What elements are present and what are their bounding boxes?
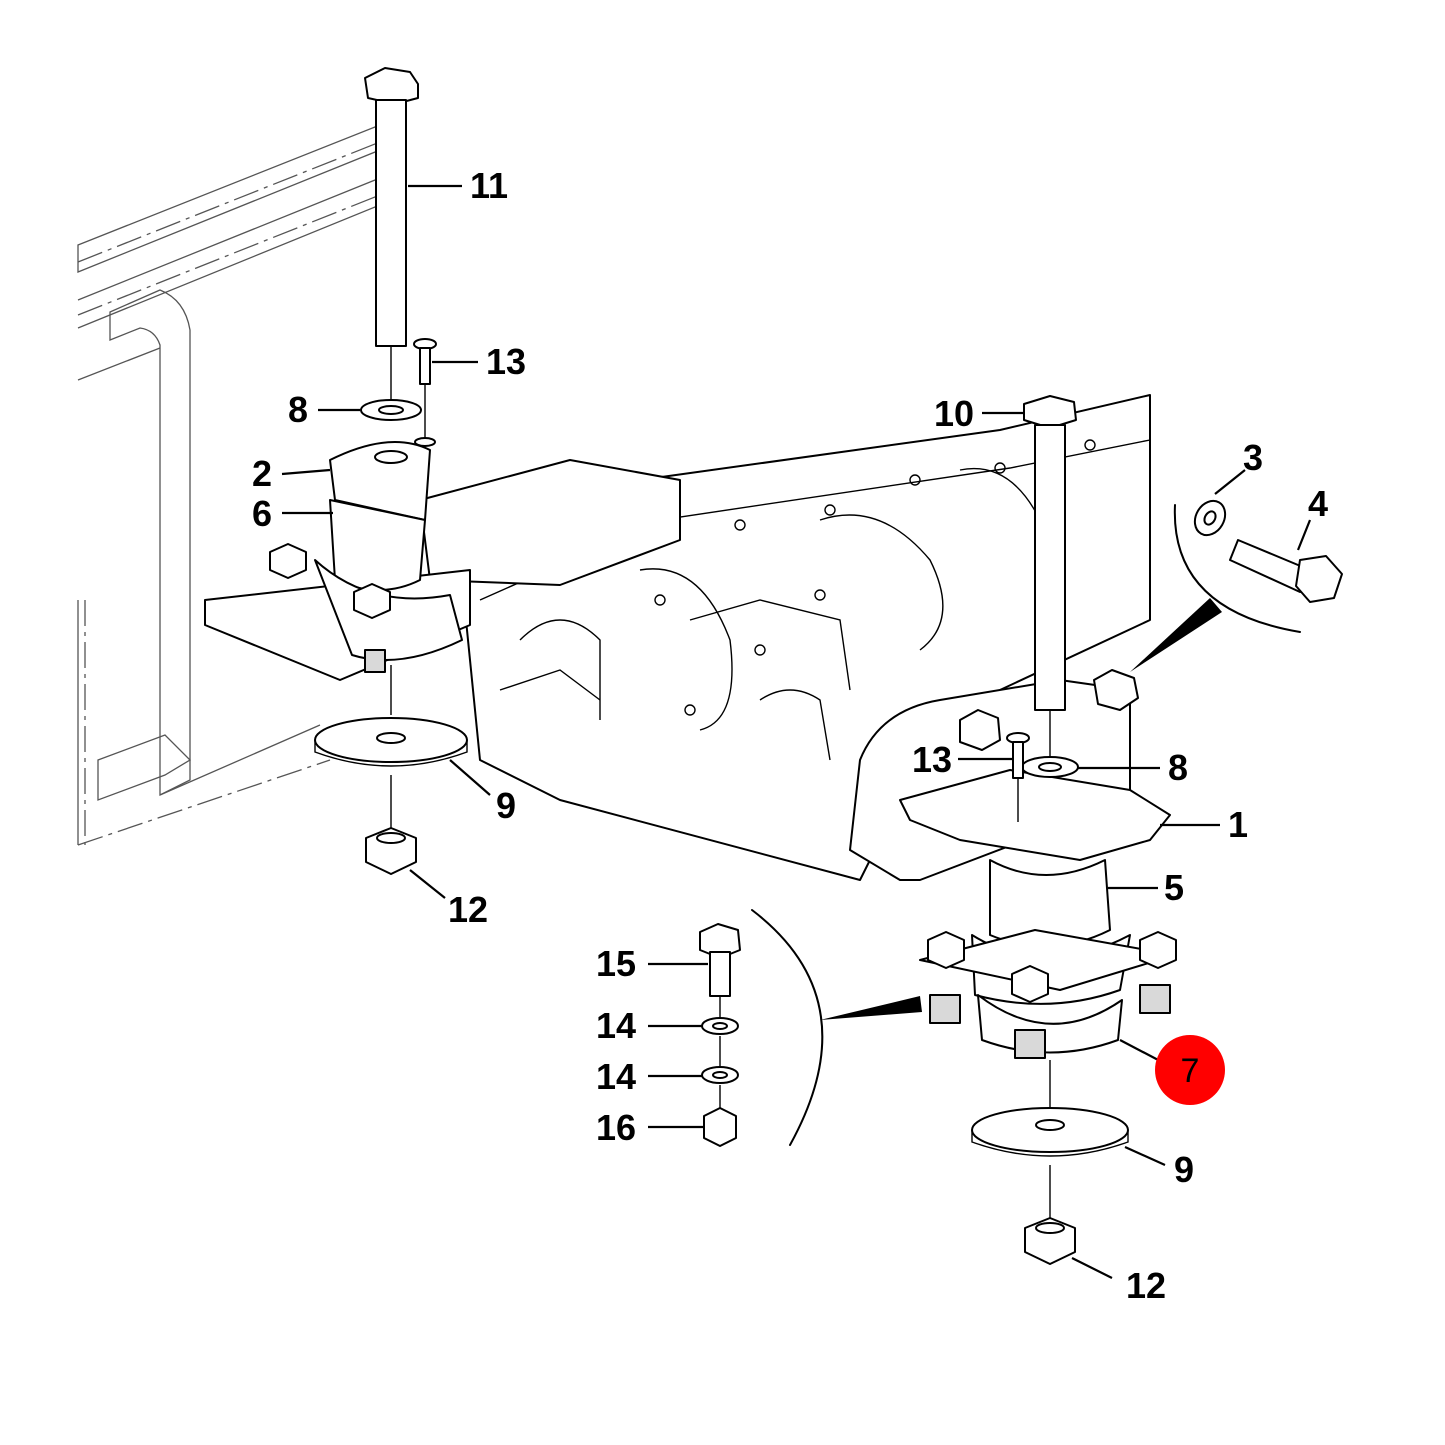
nut-12-right	[1024, 1217, 1076, 1265]
right-mount-assembly	[849, 669, 1177, 1059]
detail-inset-bolt-15	[699, 909, 922, 1147]
callout-10: 10	[934, 393, 974, 434]
callout-9-left: 9	[496, 785, 516, 826]
callout-13-right: 13	[912, 739, 952, 780]
bolt-11	[364, 67, 419, 347]
callout-14-lower: 14	[596, 1056, 636, 1097]
callout-8-right: 8	[1168, 747, 1188, 788]
callout-1: 1	[1228, 804, 1248, 845]
left-mount-assembly	[204, 441, 681, 681]
callout-16: 16	[596, 1107, 636, 1148]
highlight-callout-7: 7	[1155, 1035, 1225, 1105]
callout-7: 7	[1181, 1052, 1200, 1090]
callout-12-right: 12	[1126, 1265, 1166, 1306]
leader-lines	[281, 184, 1312, 1279]
callout-12-left: 12	[448, 889, 488, 930]
callout-9-right: 9	[1174, 1149, 1194, 1190]
callout-labels: 11 13 8 2 6 9 12 10 3 4 13 8 1 5 15 14 1…	[252, 165, 1328, 1306]
nut-12-left	[365, 827, 417, 875]
callout-14-upper: 14	[596, 1005, 636, 1046]
callout-15: 15	[596, 943, 636, 984]
callout-13-left: 13	[486, 341, 526, 382]
detail-inset-bolt-4	[1130, 499, 1343, 672]
callout-4: 4	[1308, 483, 1328, 524]
screw-13-left	[413, 338, 437, 385]
callout-11: 11	[470, 165, 508, 206]
callout-5: 5	[1164, 867, 1184, 908]
callout-3: 3	[1243, 437, 1263, 478]
callout-6: 6	[252, 493, 272, 534]
callout-2: 2	[252, 453, 272, 494]
highlight-circle	[1155, 1035, 1225, 1105]
callout-8-left: 8	[288, 389, 308, 430]
bolt-10	[1023, 395, 1077, 711]
